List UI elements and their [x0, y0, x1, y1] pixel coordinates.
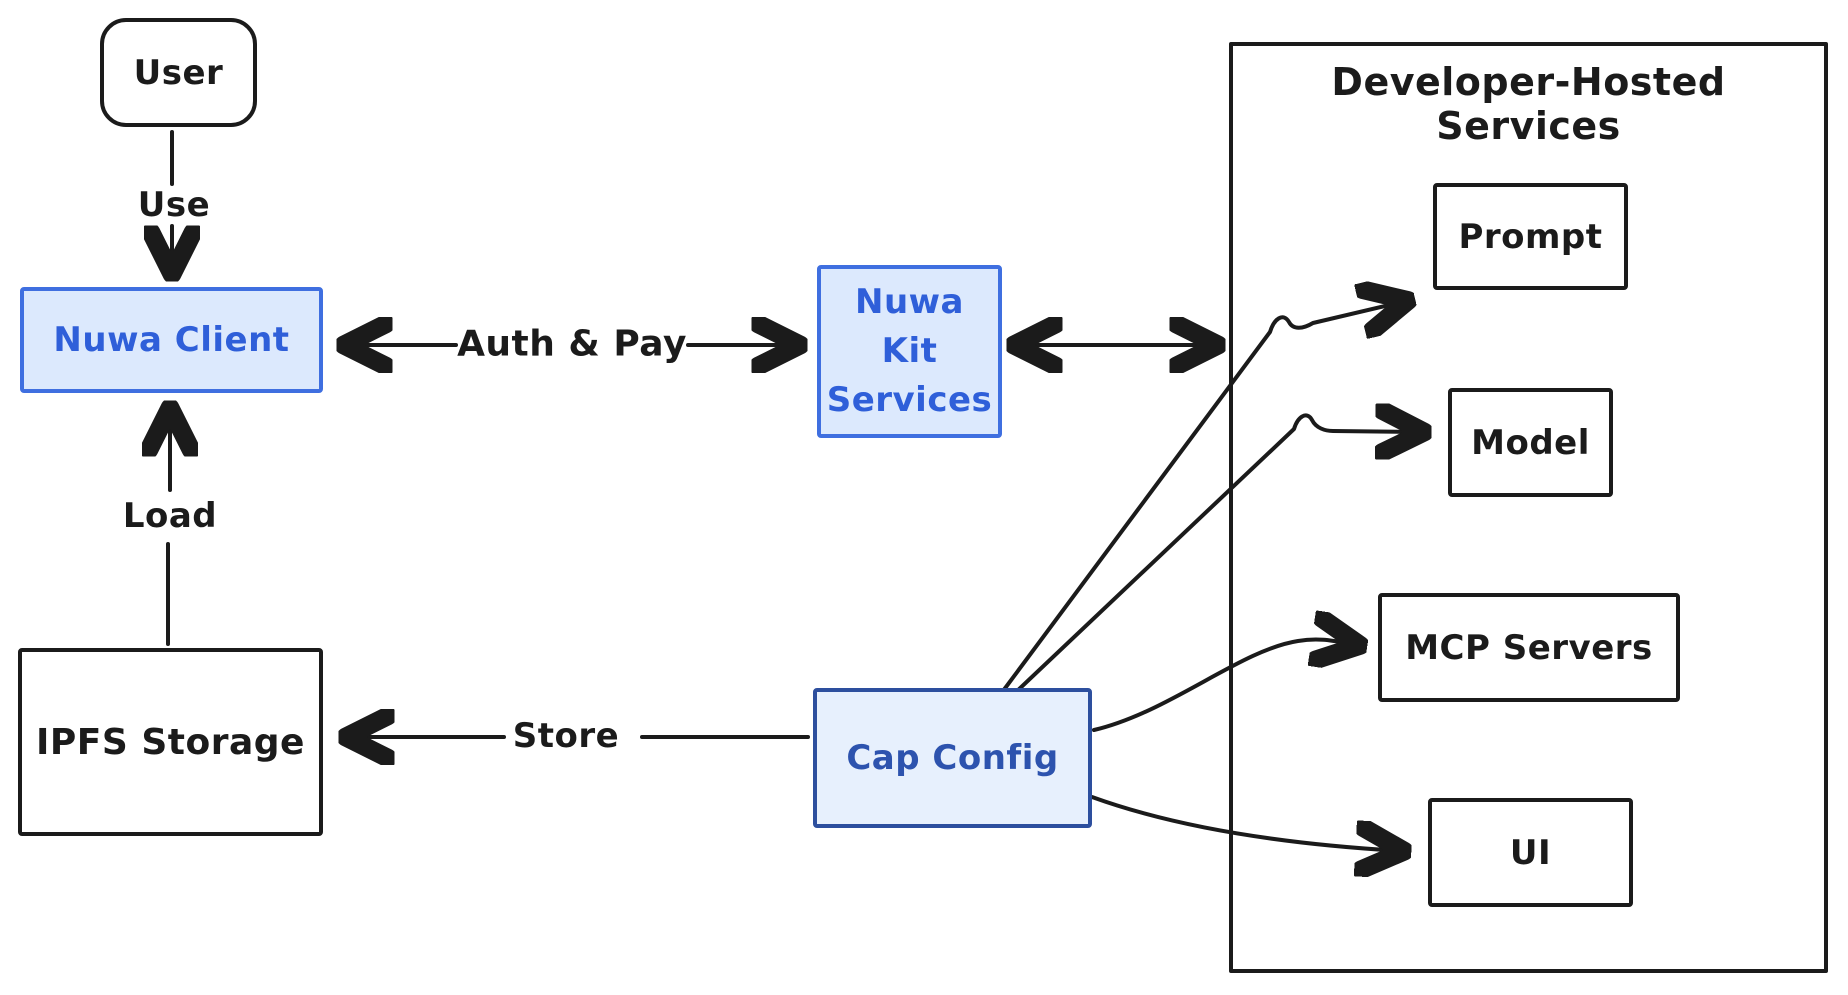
node-prompt: Prompt	[1433, 183, 1628, 290]
node-mcp-servers: MCP Servers	[1378, 593, 1680, 702]
node-mcp-servers-label: MCP Servers	[1405, 627, 1653, 668]
group-title: Developer-Hosted Services	[1331, 60, 1726, 148]
node-ui: UI	[1428, 798, 1633, 907]
edge-label-use: Use	[137, 185, 211, 225]
node-prompt-label: Prompt	[1458, 216, 1603, 257]
node-model-label: Model	[1471, 422, 1590, 463]
node-model: Model	[1448, 388, 1613, 497]
edge-cap-config-to-prompt	[1001, 301, 1406, 693]
node-user-label: User	[133, 52, 224, 93]
edge-cap-config-to-mcp-servers	[1092, 640, 1358, 732]
edge-label-store: Store	[512, 716, 620, 756]
edge-label-load: Load	[122, 496, 218, 536]
node-nuwa-client: Nuwa Client	[20, 287, 323, 393]
node-ipfs-storage: IPFS Storage	[18, 648, 323, 836]
edge-cap-config-to-model	[1014, 415, 1422, 694]
node-nuwa-kit-services-label: Nuwa Kit Services	[826, 281, 993, 421]
node-cap-config: Cap Config	[813, 688, 1092, 828]
node-nuwa-client-label: Nuwa Client	[53, 320, 290, 360]
node-user: User	[100, 18, 257, 127]
edge-cap-config-to-ui	[1090, 795, 1402, 851]
edge-label-auth-pay: Auth & Pay	[457, 323, 687, 365]
node-nuwa-kit-services: Nuwa Kit Services	[817, 265, 1002, 438]
node-ui-label: UI	[1509, 832, 1552, 873]
node-ipfs-storage-label: IPFS Storage	[36, 721, 305, 763]
node-cap-config-label: Cap Config	[846, 738, 1059, 778]
